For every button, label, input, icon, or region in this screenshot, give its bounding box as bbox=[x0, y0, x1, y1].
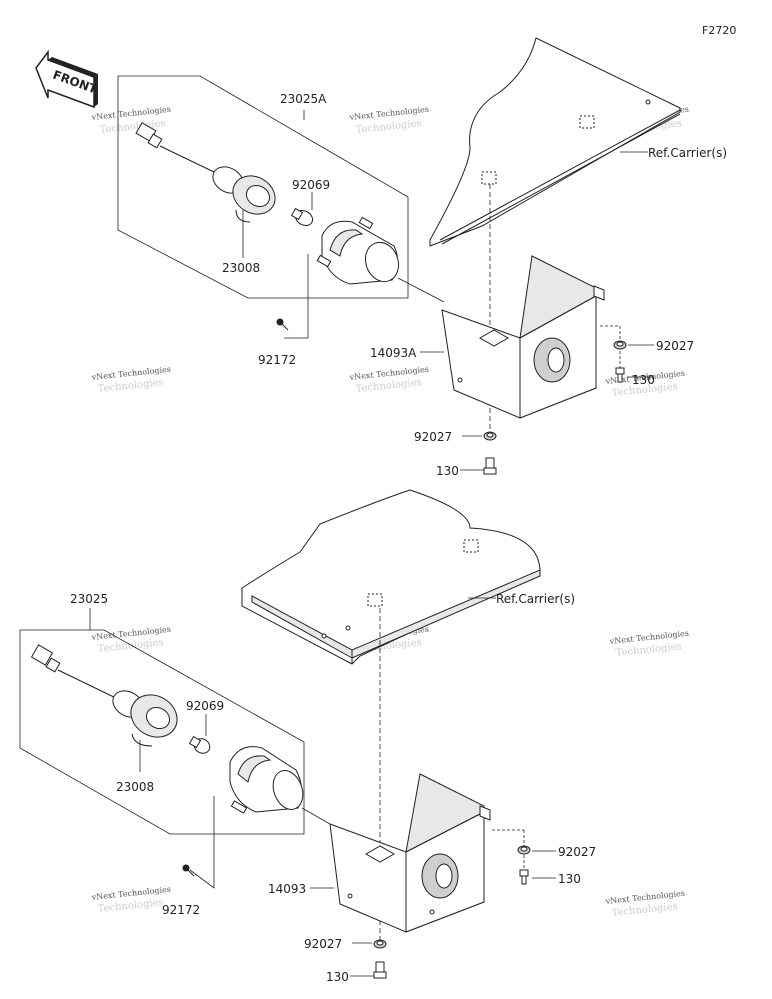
upper-bulb-icon bbox=[290, 207, 314, 227]
upper-ref-carrier-label: Ref.Carrier(s) bbox=[648, 146, 727, 160]
lower-assembly-label: 23025 bbox=[70, 592, 108, 606]
upper-screw-icon bbox=[276, 318, 289, 331]
upper-assembly: 23025A 23008 92069 bbox=[117, 37, 727, 478]
lower-bulb-label: 92069 bbox=[186, 699, 224, 713]
upper-assembly-label: 23025A bbox=[280, 92, 327, 106]
upper-bracket-icon bbox=[441, 255, 605, 419]
upper-callout-frame bbox=[117, 75, 409, 299]
lower-connector-icon bbox=[30, 644, 121, 701]
upper-bottom-nut-icon bbox=[483, 431, 497, 441]
lower-ref-carrier-label: Ref.Carrier(s) bbox=[496, 592, 575, 606]
lower-bottom-nut-label: 92027 bbox=[304, 937, 342, 951]
lower-socket-label: 23008 bbox=[116, 780, 154, 794]
lower-assembly: 23025 23008 92069 bbox=[19, 489, 596, 984]
upper-right-bolt-label: 130 bbox=[632, 373, 655, 387]
upper-bottom-nut-label: 92027 bbox=[414, 430, 452, 444]
lower-callout-frame bbox=[19, 629, 305, 835]
upper-bulb-label: 92069 bbox=[292, 178, 330, 192]
upper-carrier-icon bbox=[429, 37, 681, 247]
upper-right-nut-icon bbox=[613, 340, 627, 350]
lower-bracket-label: 14093 bbox=[268, 882, 306, 896]
lower-bottom-nut-icon bbox=[373, 939, 387, 949]
lower-carrier-icon bbox=[241, 489, 541, 665]
front-arrow-icon: FRONT bbox=[35, 49, 100, 109]
upper-screw-label: 92172 bbox=[258, 353, 296, 367]
watermark-1-ghost: Technologies bbox=[99, 118, 166, 136]
watermark-2-ghost: Technologies bbox=[355, 118, 422, 136]
lower-bracket-icon bbox=[329, 773, 491, 933]
lower-right-nut-icon bbox=[517, 845, 531, 855]
lower-lamp-housing-icon bbox=[229, 746, 304, 814]
upper-bottom-bolt-label: 130 bbox=[436, 464, 459, 478]
upper-socket-label: 23008 bbox=[222, 261, 260, 275]
upper-socket-icon bbox=[212, 166, 276, 223]
lower-socket-icon bbox=[112, 690, 178, 747]
upper-connector-icon bbox=[135, 122, 215, 173]
lower-right-bolt-label: 130 bbox=[558, 872, 581, 886]
figure-code: F2720 bbox=[702, 24, 736, 37]
lower-bottom-bolt-label: 130 bbox=[326, 970, 349, 984]
upper-right-nut-label: 92027 bbox=[656, 339, 694, 353]
lower-screw-icon bbox=[182, 864, 195, 877]
upper-right-bolt-icon bbox=[615, 367, 625, 383]
lower-right-nut-label: 92027 bbox=[558, 845, 596, 859]
upper-bracket-label: 14093A bbox=[370, 346, 417, 360]
upper-lamp-housing-icon bbox=[316, 216, 400, 285]
lower-screw-label: 92172 bbox=[162, 903, 200, 917]
lower-bulb-icon bbox=[188, 735, 211, 754]
lower-bottom-bolt-icon bbox=[373, 961, 387, 979]
lower-right-bolt-icon bbox=[519, 869, 529, 885]
upper-bottom-bolt-icon bbox=[483, 457, 497, 475]
